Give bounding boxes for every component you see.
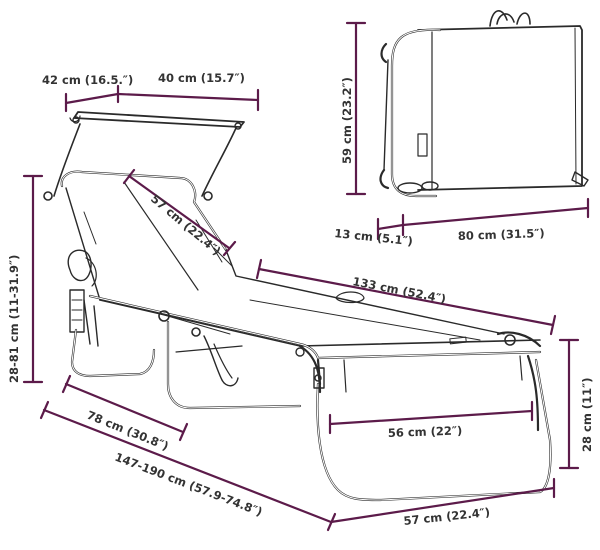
canopy-width-label: 40 cm (15.7″): [158, 71, 245, 85]
folded-thickness-label: 13 cm (5.1″): [334, 226, 414, 248]
bed-length-label: 56 cm (22″): [388, 423, 463, 440]
lounger-illustration: [43, 111, 552, 502]
dimension-lines: [22, 21, 590, 532]
dimension-labels: 42 cm (16.5.″) 40 cm (15.7″) 57 cm (22.4…: [7, 71, 594, 528]
total-length-range-label: 147-190 cm (57.9-74.8″): [113, 450, 264, 519]
folded-length-label: 80 cm (31.5″): [458, 226, 545, 243]
backrest-length-label: 57 cm (22.4″): [148, 192, 224, 259]
seat-length-label: 133 cm (52.4″): [351, 274, 447, 306]
folded-lounger-illustration: [379, 10, 589, 198]
canopy-height-range-label: 28-81 cm (11-31.9″): [7, 255, 21, 383]
seat-height-label: 28 cm (11″): [580, 378, 594, 452]
canopy-depth-label: 42 cm (16.5.″): [42, 73, 133, 87]
folded-height-label: 59 cm (23.2″): [340, 77, 354, 164]
